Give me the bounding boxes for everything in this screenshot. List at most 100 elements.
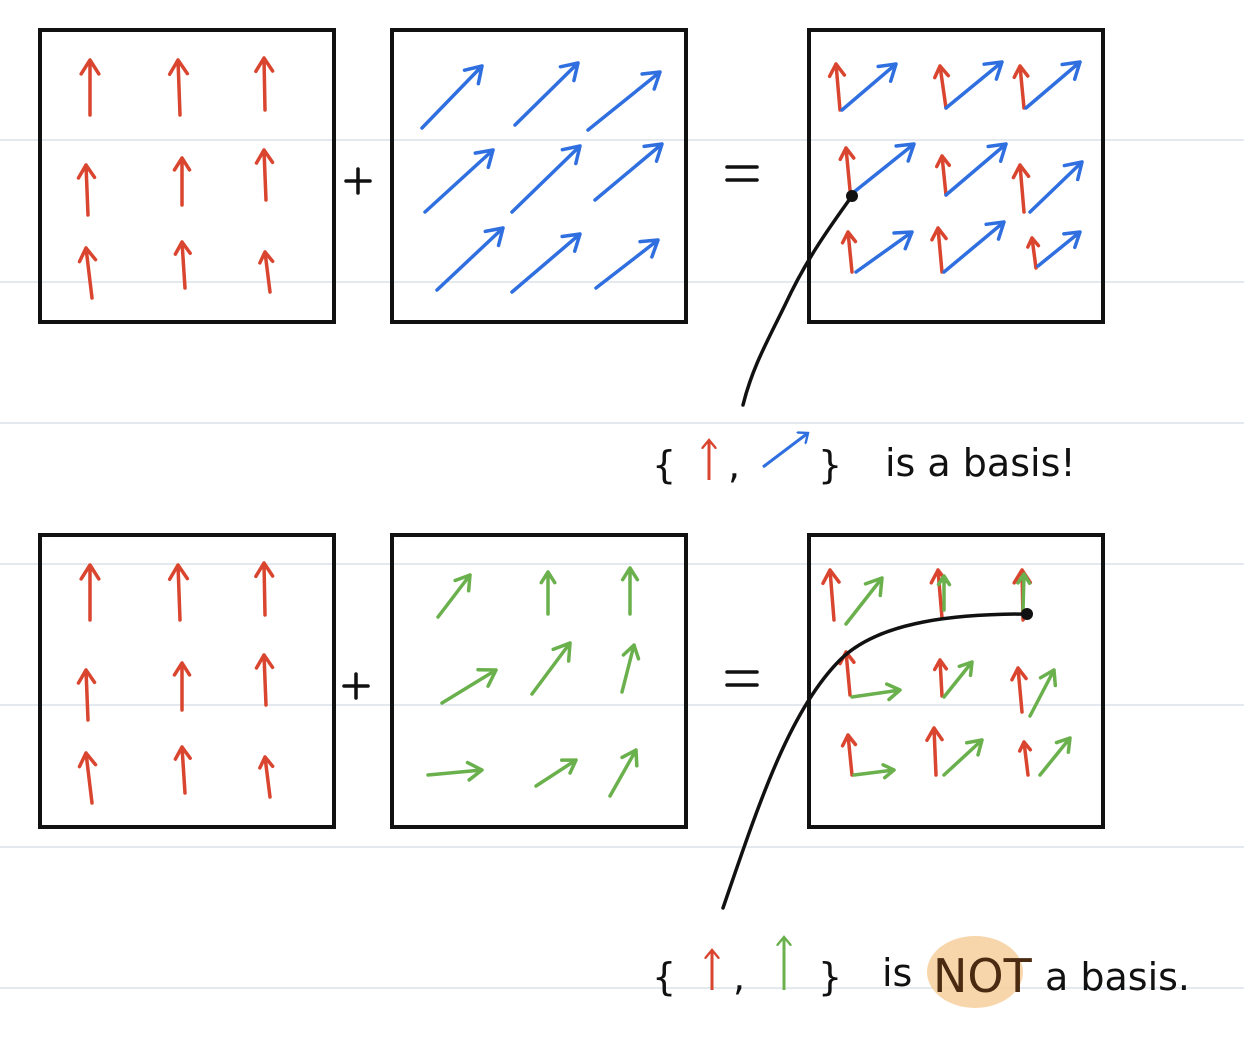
blue-diagonal-arrow [840, 62, 898, 112]
blue-diagonal-arrow [944, 60, 1004, 110]
red-up-arrow [79, 58, 101, 117]
red-up-arrow [932, 658, 949, 698]
red-up-arrow [258, 250, 275, 294]
blue-diagonal-arrow [420, 64, 484, 130]
green-arrow [844, 576, 884, 626]
red-up-arrow [77, 246, 98, 300]
top-sum-arrows [827, 60, 1084, 274]
red-up-arrow [173, 745, 192, 795]
bottom-caption: { , } is NOT a basis. [652, 936, 1190, 1008]
red-up-arrow [930, 226, 948, 274]
bottom-green-panel [390, 533, 688, 829]
top-caption-close-brace: } [818, 443, 842, 487]
red-up-arrow [1012, 64, 1030, 110]
red-up-arrow [1011, 163, 1031, 214]
green-arrow [942, 738, 984, 777]
green-arrow [608, 748, 639, 798]
blue-diagonal-arrow [435, 226, 505, 292]
red-up-arrow [76, 163, 97, 217]
blue-diagonal-arrow [1024, 60, 1082, 110]
bottom-red-panel [38, 533, 336, 829]
red-up-arrow [840, 230, 858, 274]
red-up-arrow [167, 563, 190, 622]
bottom-caption-open-brace: { [652, 955, 676, 999]
red-up-arrow [173, 240, 192, 290]
red-up-arrow [254, 653, 275, 707]
blue-diagonal-arrow [510, 144, 582, 214]
top-red-panel [38, 28, 336, 324]
top-pointer-line [741, 194, 854, 407]
red-up-arrow [838, 146, 856, 192]
blue-diagonal-arrow [594, 238, 660, 290]
top-row: { , } is a basis! [38, 28, 1105, 487]
blue-diagonal-arrow [513, 61, 580, 127]
red-up-arrow [79, 563, 101, 622]
green-arrow [620, 566, 640, 616]
red-up-arrow [167, 58, 190, 117]
notebook-lines [0, 139, 1244, 989]
green-arrow [1038, 736, 1072, 777]
red-up-arrow [76, 668, 97, 722]
bottom-plus-sign [342, 672, 370, 700]
red-up-arrow [1010, 666, 1028, 714]
green-arrow [440, 667, 498, 705]
red-up-arrow [821, 568, 841, 622]
top-blue-panel [390, 28, 688, 324]
green-arrow [436, 573, 472, 619]
top-equals-sign [725, 165, 759, 182]
bottom-green-arrows [426, 566, 641, 798]
top-caption-text: is a basis! [885, 441, 1076, 485]
green-arrow [426, 760, 484, 782]
red-up-arrow [1026, 236, 1041, 270]
blue-diagonal-arrow [944, 142, 1008, 197]
red-up-arrow [933, 64, 951, 110]
bottom-pointer-line [721, 612, 1029, 910]
red-up-arrow [840, 733, 858, 777]
red-up-arrow [254, 148, 275, 202]
top-pointer-dot [846, 190, 858, 202]
top-caption-blue-arrow-icon [762, 433, 808, 469]
red-up-arrow [925, 726, 944, 777]
top-caption: { , } is a basis! [652, 433, 1076, 487]
green-arrow [534, 758, 578, 788]
bottom-caption-close-brace: } [818, 955, 842, 999]
bottom-pointer-dot [1021, 608, 1033, 620]
blue-diagonal-arrow [423, 148, 495, 214]
bottom-caption-is: is [882, 951, 912, 995]
green-arrow [530, 641, 572, 696]
red-up-arrow [254, 561, 275, 617]
red-up-arrow [77, 751, 98, 805]
top-caption-open-brace: { [652, 443, 676, 487]
green-arrow [1016, 572, 1032, 612]
red-up-arrow [934, 154, 952, 197]
green-arrow [850, 682, 902, 702]
top-caption-comma: , [728, 443, 740, 487]
red-up-arrow [258, 755, 275, 799]
bottom-row: { , } is NOT a basis. [38, 533, 1190, 1008]
red-up-arrow [1017, 740, 1033, 777]
red-up-arrow [254, 56, 275, 112]
blue-diagonal-arrow [852, 142, 916, 194]
green-arrow [852, 763, 896, 780]
green-arrow [539, 570, 557, 616]
green-arrow [936, 574, 952, 612]
bottom-caption-not: NOT [933, 949, 1033, 1003]
top-red-arrows [76, 56, 275, 300]
top-blue-arrows [420, 61, 664, 294]
bottom-caption-text: a basis. [1045, 955, 1190, 999]
red-up-arrow [172, 661, 192, 712]
top-sum-panel [807, 28, 1105, 324]
blue-diagonal-arrow [1028, 160, 1084, 214]
blue-diagonal-arrow [510, 232, 582, 294]
top-plus-sign [344, 167, 372, 195]
bottom-sum-arrows [821, 568, 1072, 780]
blue-diagonal-arrow [854, 230, 914, 274]
not-highlight [927, 936, 1023, 1008]
red-up-arrow [172, 156, 192, 207]
green-arrow [620, 643, 641, 694]
bottom-equals-sign [725, 670, 759, 687]
bottom-red-arrows [76, 561, 275, 805]
blue-diagonal-arrow [586, 70, 662, 132]
red-up-arrow [827, 62, 847, 112]
